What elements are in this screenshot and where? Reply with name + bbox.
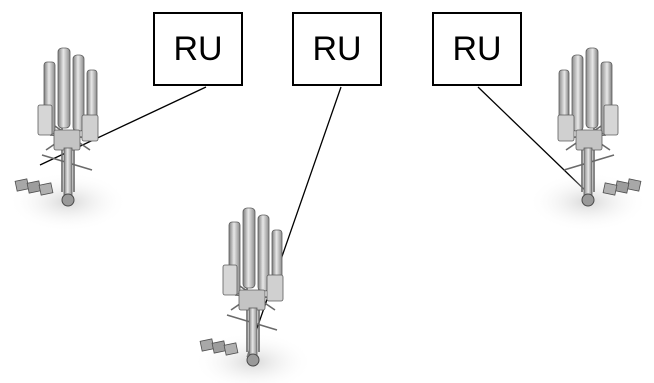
radio-unit-label: RU bbox=[312, 29, 362, 68]
radio-unit-box: RU bbox=[292, 12, 382, 86]
radio-unit-box: RU bbox=[432, 12, 522, 86]
ru-2-connector-line bbox=[246, 86, 342, 358]
cell-tower-icon bbox=[7, 47, 129, 233]
radio-unit-label: RU bbox=[452, 29, 502, 68]
radio-unit-label: RU bbox=[173, 29, 223, 68]
cell-tower-icon bbox=[527, 47, 649, 233]
radio-unit-box: RU bbox=[153, 12, 243, 86]
cell-tower-icon bbox=[192, 207, 314, 383]
